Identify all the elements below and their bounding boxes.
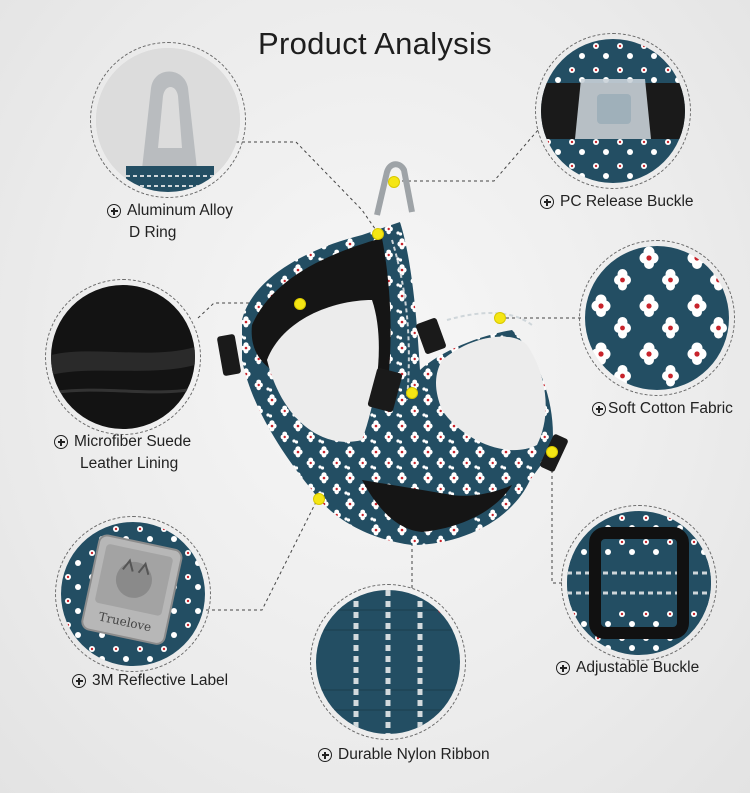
connector-release-buckle [396, 129, 539, 182]
connector-d-ring [236, 141, 379, 234]
connector-reflective-label [206, 497, 319, 611]
label-lining: Microfiber Suede Leather Lining [54, 431, 191, 475]
marker-nylon-ribbon [406, 387, 418, 399]
label-adjustable-buckle: Adjustable Buckle [556, 657, 699, 679]
plus-icon [107, 204, 121, 218]
label-nylon-ribbon: Durable Nylon Ribbon [318, 744, 490, 766]
marker-reflective-label [313, 493, 325, 505]
plus-icon [54, 435, 68, 449]
marker-lining [294, 298, 306, 310]
label-d-ring: Aluminum Alloy D Ring [107, 200, 233, 244]
plus-icon [540, 195, 554, 209]
label-nylon-ribbon-line1: Durable Nylon Ribbon [338, 746, 490, 763]
label-adjustable-buckle-line1: Adjustable Buckle [576, 659, 700, 676]
label-reflective-label-line1: 3M Reflective Label [92, 672, 229, 689]
page-title: Product Analysis [258, 26, 492, 61]
label-release-buckle: PC Release Buckle [540, 191, 694, 213]
label-d-ring-line2: D Ring [129, 224, 177, 241]
detail-d-ring-image [90, 42, 246, 198]
label-release-buckle-line1: PC Release Buckle [560, 193, 694, 210]
detail-cotton-fabric-image [579, 240, 735, 396]
label-lining-line1: Microfiber Suede [74, 433, 192, 450]
plus-icon [72, 674, 86, 688]
marker-adjustable-buckle [546, 446, 558, 458]
marker-cotton-fabric [494, 312, 506, 324]
connector-adjustable-buckle [551, 452, 564, 584]
connector-lining [197, 302, 298, 319]
plus-icon [318, 748, 332, 762]
harness-image [217, 161, 568, 545]
plus-icon [556, 661, 570, 675]
label-cotton-fabric: Soft Cotton Fabric [592, 398, 733, 420]
label-d-ring-line1: Aluminum Alloy [127, 202, 233, 219]
detail-nylon-ribbon-image [310, 584, 466, 740]
label-cotton-fabric-line1: Soft Cotton Fabric [608, 400, 733, 417]
label-reflective-label: 3M Reflective Label [72, 670, 228, 692]
label-lining-line2: Leather Lining [80, 455, 179, 472]
detail-lining-image [45, 279, 201, 435]
marker-d-ring-base [372, 228, 384, 240]
detail-adjustable-buckle-image [561, 505, 717, 661]
detail-reflective-label-image: Truelove [55, 516, 211, 672]
plus-icon [592, 402, 606, 416]
marker-d-ring [388, 176, 400, 188]
detail-release-buckle-image [535, 33, 691, 189]
